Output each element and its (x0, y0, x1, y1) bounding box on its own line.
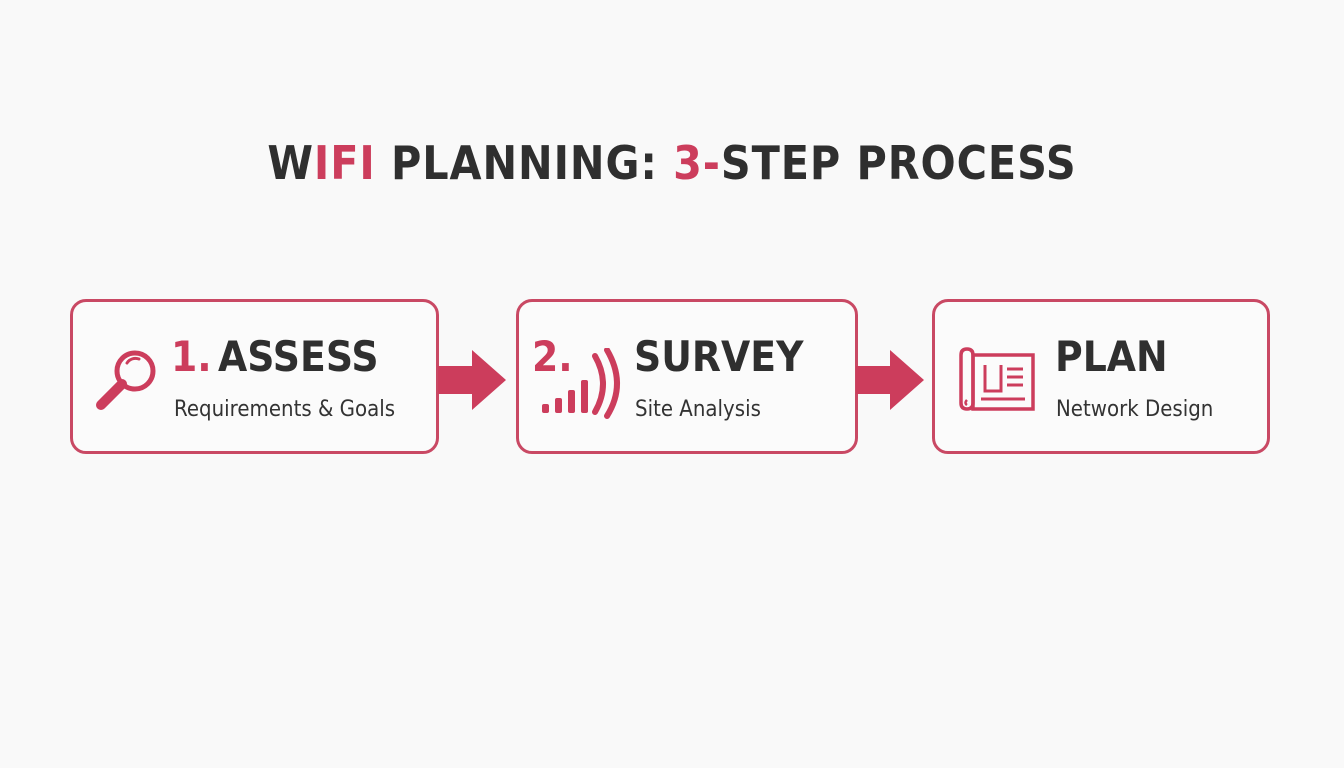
step-2-subtitle: Site Analysis (635, 397, 761, 422)
step-1-number: 1. (171, 332, 212, 381)
title-part-4: 3- (673, 136, 721, 190)
step-1-subtitle: Requirements & Goals (174, 397, 396, 422)
arrow-right-icon (856, 350, 924, 410)
title-part-5: STEP PROCESS (720, 136, 1077, 190)
step-plan-box: PLAN Network Design (932, 299, 1270, 454)
step-3-subtitle: Network Design (1056, 397, 1214, 422)
step-3-title: PLAN (1055, 332, 1168, 381)
diagram-title: WIFI PLANNING: 3-STEP PROCESS (67, 136, 1277, 190)
step-assess-box: 1. ASSESS Requirements & Goals (70, 299, 439, 454)
title-part-1: W (267, 136, 314, 190)
magnifying-glass-icon (96, 350, 156, 410)
blueprint-icon (959, 347, 1035, 411)
title-part-2: IFI (313, 136, 376, 190)
title-part-3: PLANNING: (375, 136, 674, 190)
step-survey-box: 2. SURVEY Site Analysis (516, 299, 858, 454)
arrow-right-icon (438, 350, 506, 410)
step-1-title: ASSESS (218, 332, 379, 381)
step-2-title: SURVEY (634, 332, 804, 381)
signal-strength-icon (542, 348, 620, 419)
step-2-number: 2. (532, 332, 573, 381)
